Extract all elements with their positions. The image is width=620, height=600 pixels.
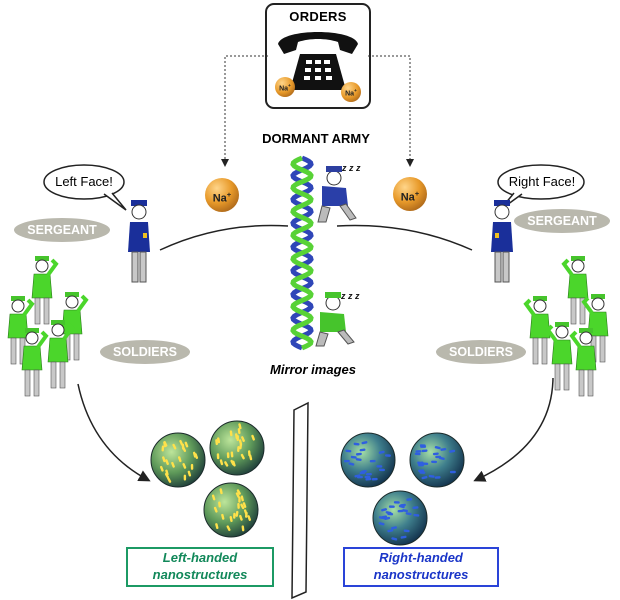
soldiers-left-group bbox=[7, 256, 89, 397]
mirror-plane bbox=[291, 401, 309, 600]
sleeping-soldier-bottom bbox=[315, 292, 355, 347]
nanosphere bbox=[209, 420, 265, 476]
soldier-figure bbox=[47, 320, 75, 389]
right-result-line2: nanostructures bbox=[373, 567, 469, 582]
left-nanospheres bbox=[150, 420, 265, 538]
right-nanospheres bbox=[340, 432, 465, 546]
nanosphere bbox=[409, 432, 465, 488]
helix-strand-green bbox=[290, 155, 314, 351]
nanosphere bbox=[372, 490, 428, 546]
sodium-ion-icon: Na+ bbox=[275, 77, 295, 97]
orders-title: ORDERS bbox=[289, 9, 347, 24]
dormant-helix bbox=[290, 155, 314, 351]
signal-lines bbox=[221, 55, 414, 167]
left-face-speech: Left Face! bbox=[55, 174, 113, 189]
sleep-zzz-bottom: z z z bbox=[341, 291, 360, 301]
right-face-speech: Right Face! bbox=[508, 174, 576, 189]
soldier-figure bbox=[61, 292, 89, 361]
left-result-line1: Left-handed bbox=[162, 550, 238, 565]
soldier-figure bbox=[31, 256, 59, 325]
nanosphere bbox=[340, 432, 396, 488]
sodium-ion-right-icon: Na+ bbox=[393, 177, 427, 211]
right-handed-nanostructures-box: Right-handed nanostructures bbox=[343, 547, 499, 587]
soldier-figure bbox=[569, 328, 597, 397]
sleeping-soldier-top bbox=[317, 166, 357, 223]
mirror-images-caption: Mirror images bbox=[270, 362, 356, 377]
right-result-line1: Right-handed bbox=[379, 550, 463, 565]
soldier-figure bbox=[7, 296, 35, 365]
sergeant-left-figure bbox=[128, 200, 150, 283]
sodium-ion-icon: Na+ bbox=[341, 82, 361, 102]
connection-arcs bbox=[77, 224, 554, 482]
sergeant-label-left: SERGEANT bbox=[14, 218, 110, 242]
left-handed-nanostructures-box: Left-handed nanostructures bbox=[126, 547, 274, 587]
speech-bubble-left bbox=[43, 164, 127, 211]
sodium-ion-left-icon: Na+ bbox=[205, 178, 239, 212]
nanosphere bbox=[203, 482, 259, 538]
soldier-figure bbox=[561, 256, 589, 325]
soldier-figure bbox=[21, 328, 49, 397]
soldiers-label-right: SOLDIERS bbox=[436, 340, 526, 364]
sleep-zzz-top: z z z bbox=[342, 163, 361, 173]
soldiers-label-left: SOLDIERS bbox=[100, 340, 190, 364]
soldiers-right-group bbox=[523, 256, 609, 397]
telephone-icon bbox=[278, 32, 358, 90]
soldier-figure bbox=[545, 322, 573, 391]
nanosphere bbox=[150, 432, 206, 488]
soldier-figure bbox=[523, 296, 551, 365]
sergeant-right-figure bbox=[491, 200, 513, 283]
dormant-army-title: DORMANT ARMY bbox=[262, 131, 370, 146]
left-result-line2: nanostructures bbox=[152, 567, 248, 582]
sergeant-label-right: SERGEANT bbox=[514, 209, 610, 233]
